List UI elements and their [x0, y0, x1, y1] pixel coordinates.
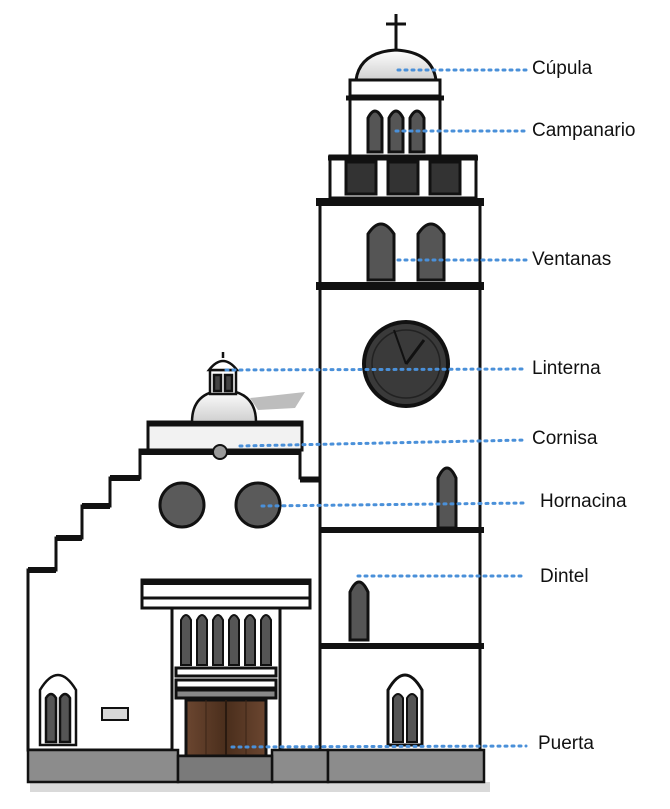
small-dome: [190, 352, 305, 424]
ground-shadow: [30, 782, 490, 792]
leader-lines: [224, 68, 528, 749]
label-ventanas: Ventanas: [532, 249, 612, 270]
label-cupula: Cúpula: [532, 58, 593, 79]
label-linterna: Linterna: [532, 358, 601, 379]
nave-window-left: [38, 673, 129, 747]
leader-linterna: [224, 367, 528, 372]
label-puerta: Puerta: [538, 733, 594, 754]
base-plinth: [26, 748, 486, 784]
tower-window-right: [416, 222, 446, 282]
oculus-right: [234, 481, 282, 529]
leader-puerta: [230, 744, 528, 749]
portal-grille: [180, 614, 272, 666]
tower-niche-upper: [436, 466, 458, 530]
oculus-left: [158, 481, 206, 529]
label-hornacina: Hornacina: [540, 491, 627, 512]
label-campanario: Campanario: [532, 120, 636, 141]
leader-cornisa: [238, 438, 528, 448]
leader-hornacina: [260, 501, 528, 508]
cupola: [354, 48, 438, 82]
cross: [386, 14, 406, 50]
label-dintel: Dintel: [540, 566, 589, 587]
dome-shadow: [250, 392, 305, 410]
oculi: [158, 481, 282, 529]
bell-tower: [316, 14, 484, 754]
tower-window-left: [366, 222, 396, 282]
tower-niche-lower: [348, 580, 370, 642]
cornice-ornament: [212, 444, 228, 460]
plaque: [101, 707, 129, 721]
label-cornisa: Cornisa: [532, 428, 598, 449]
